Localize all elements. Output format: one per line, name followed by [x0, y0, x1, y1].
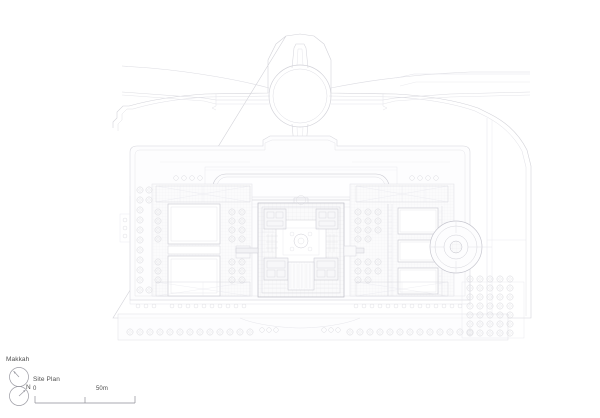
- scale-end-label: 50m: [96, 386, 108, 392]
- east-pergola: [355, 185, 449, 203]
- central-building: [257, 195, 345, 298]
- south-boulevard: [117, 299, 509, 341]
- scale-bar: [34, 396, 136, 404]
- west-basin-south: [167, 255, 221, 297]
- plaza-south-tree-row: [135, 303, 463, 309]
- east-pergola-south: [355, 281, 449, 297]
- prayer-hall: [287, 261, 315, 291]
- west-service-edge: [119, 196, 131, 290]
- roundabout-outer: [268, 64, 332, 128]
- north-planting: [160, 161, 450, 181]
- east-basin-north: [397, 207, 439, 235]
- east-basin-south: [397, 267, 439, 295]
- southeast-orchard: [461, 275, 525, 339]
- north-arrow: N: [9, 384, 31, 406]
- road-network: [121, 43, 531, 316]
- makkah-label: Makkah: [6, 356, 30, 363]
- scale-start-label: 0: [33, 386, 37, 392]
- site-plan-title: Site Plan: [33, 376, 60, 383]
- west-basin-north: [167, 203, 221, 245]
- east-fountain-court: [429, 220, 492, 274]
- plaza-fountain: [449, 240, 463, 254]
- courtyard-fountain: [282, 227, 320, 256]
- roundabout-inner: [272, 68, 328, 124]
- site-boundary: [112, 33, 532, 319]
- legend-block: Makkah Site Plan N 0 50m: [0, 352, 190, 418]
- west-pergola: [155, 185, 251, 203]
- west-gardens: [136, 183, 259, 297]
- north-letter: N: [26, 384, 31, 391]
- column-grid: [266, 234, 338, 252]
- west-pergola-south: [155, 281, 251, 297]
- corner-cores: [263, 208, 339, 281]
